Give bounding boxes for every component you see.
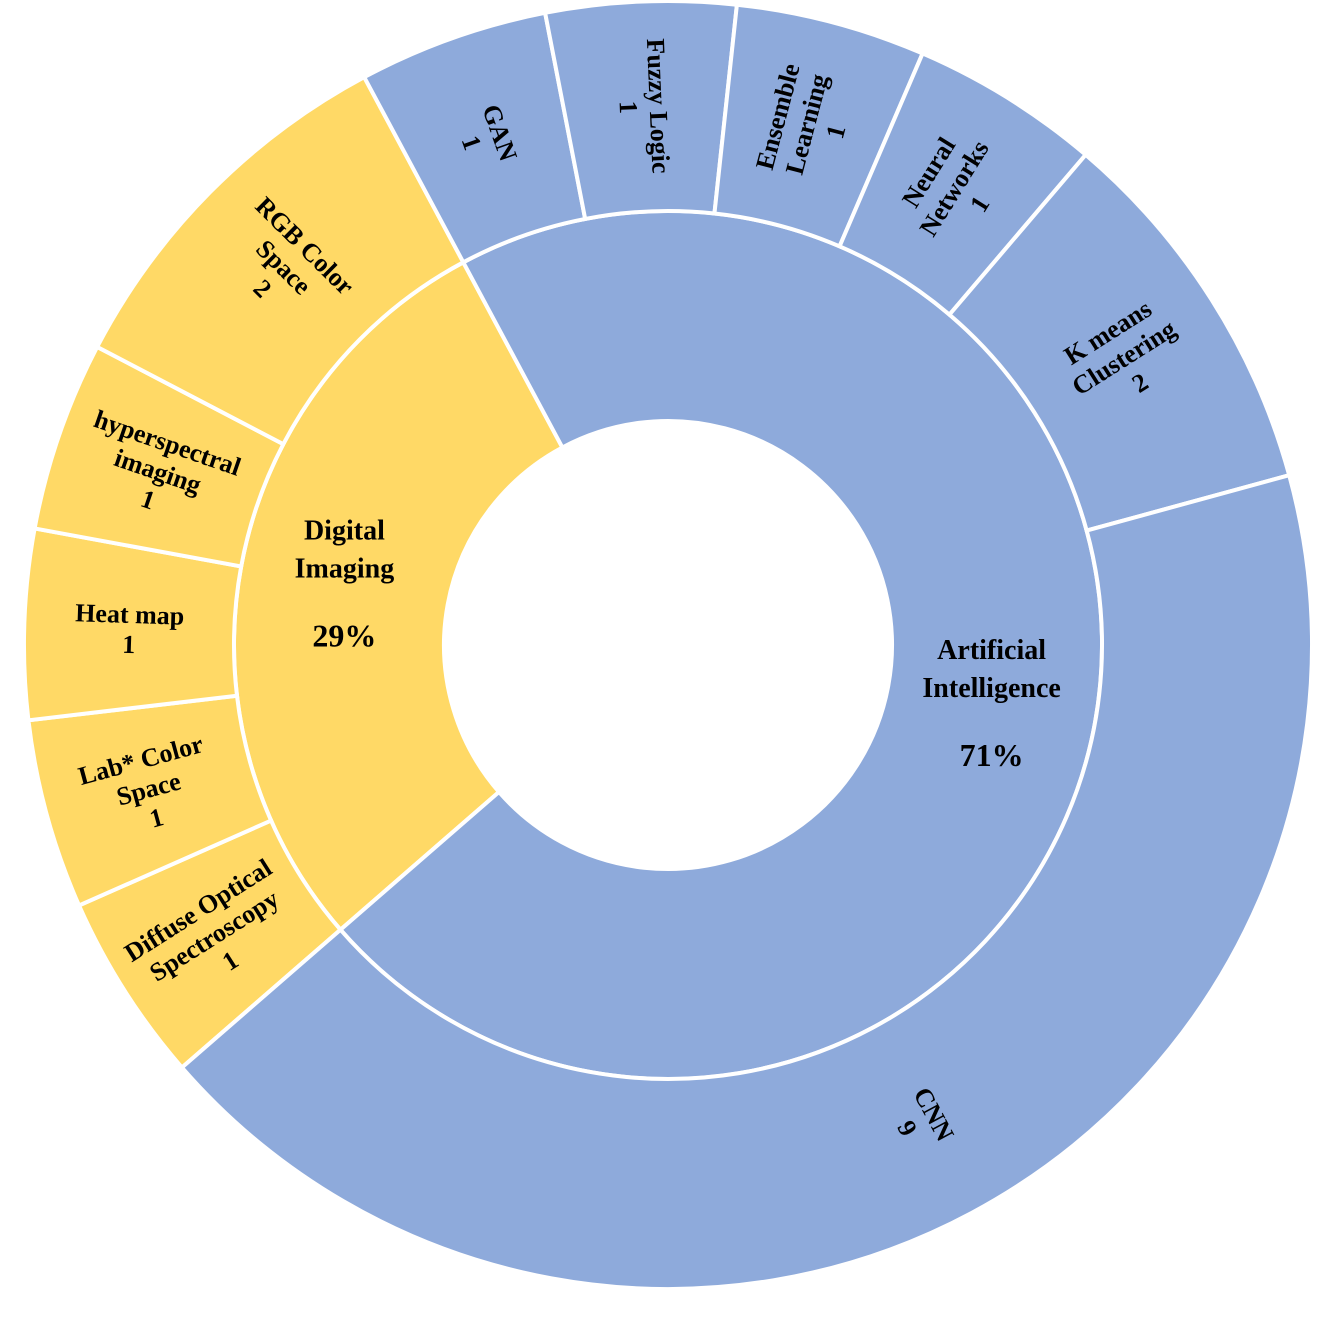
inner-percent-artificial-intelligence: 71% <box>960 737 1024 773</box>
outer-label-heat-map: Heat map1 <box>74 598 185 661</box>
outer-label-fuzzy-logic: Fuzzy Logic1 <box>611 38 676 175</box>
inner-ring <box>232 209 1104 1081</box>
outer-segment-cnn <box>179 472 1314 1291</box>
inner-percent-digital-imaging: 29% <box>312 618 376 654</box>
outer-ring <box>22 0 1314 1291</box>
